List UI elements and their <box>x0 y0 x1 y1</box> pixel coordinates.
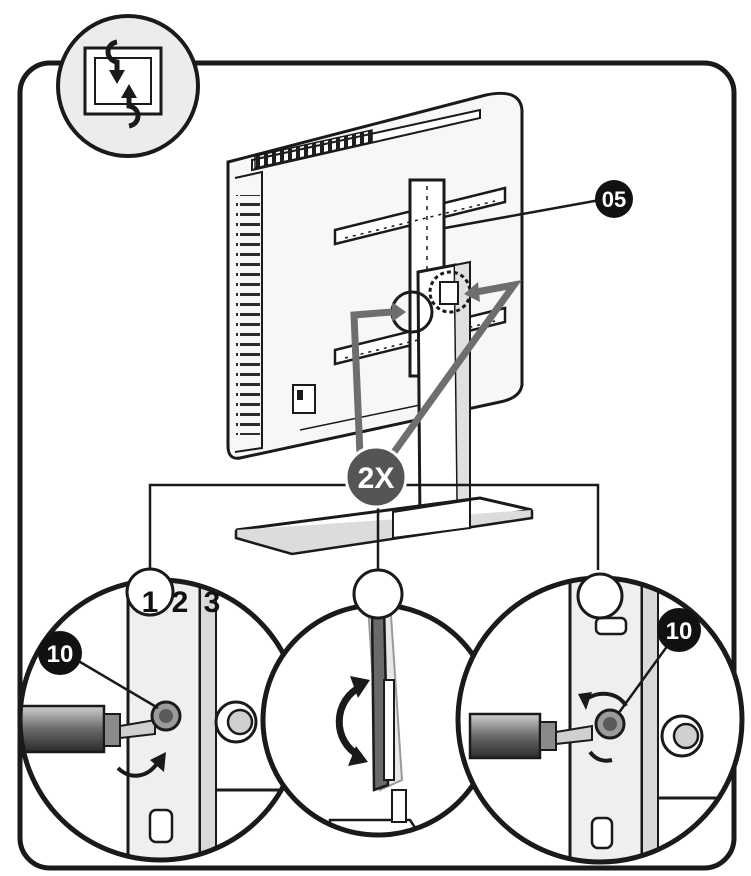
pointer-arrows <box>350 279 522 458</box>
step-circle-right <box>576 572 624 620</box>
part-leader-05 <box>444 198 601 230</box>
curved-double-arrow-icon <box>335 676 370 766</box>
quantity-label: 2X <box>358 462 395 495</box>
part-number-10-right: 10 <box>666 618 693 645</box>
monitor-stand <box>234 260 534 556</box>
arrow-head-left <box>392 302 406 322</box>
step-number-2: 2 <box>172 586 189 619</box>
quantity-badge <box>344 445 408 509</box>
step-number-3: 3 <box>204 586 221 619</box>
step-number-1: 1 <box>142 586 159 619</box>
rotate-panel-icon <box>56 14 200 158</box>
step-circle-middle <box>352 568 404 620</box>
part-number-10-left: 10 <box>47 641 74 668</box>
part-number-05: 05 <box>602 187 626 212</box>
arrow-head-right <box>464 282 480 302</box>
part-badge-05 <box>595 180 633 218</box>
step-circle-left <box>125 567 175 617</box>
part-badge-10-right <box>657 608 701 652</box>
part-leader-10-left <box>69 654 159 710</box>
detail-right <box>468 578 742 862</box>
part-badge-10-left <box>38 631 82 675</box>
detail-left <box>20 580 300 860</box>
detail-middle <box>328 605 423 835</box>
